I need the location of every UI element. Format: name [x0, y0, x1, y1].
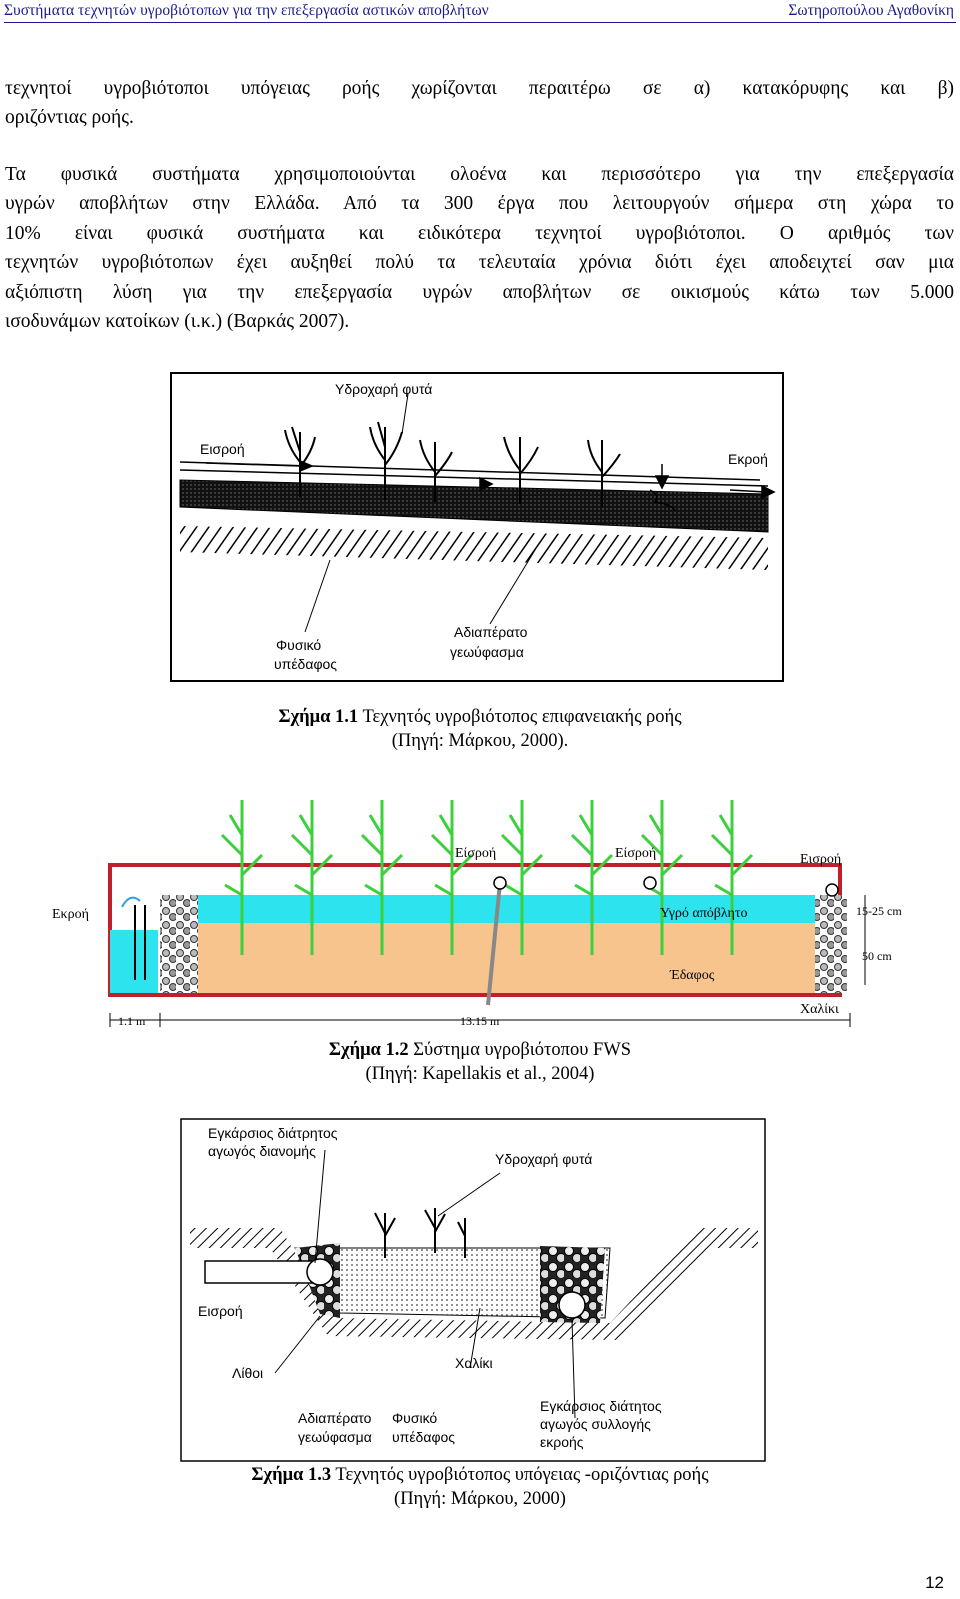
label-geomembrane: γεωύφασμα [450, 644, 524, 660]
header-author: Σωτηροπούλου Αγαθονίκη [788, 2, 954, 19]
paragraph-line: τεχνητοί υγροβιότοποι υπόγειας ροής χωρί… [5, 78, 954, 99]
caption-text: Σύστημα υγροβιότοπου FWS [408, 1040, 632, 1060]
label-collection-pipe: εκροής [540, 1434, 584, 1450]
label-depth-soil: 50 cm [862, 949, 892, 963]
figure-caption: Σχήμα 1.3 Τεχνητός υγροβιότοπος υπόγειας… [0, 1463, 960, 1487]
paragraph-line: οριζόντιας ροής. [5, 107, 134, 128]
label-natural-ground: υπέδαφος [274, 656, 337, 672]
paragraph-line: 10% είναι φυσικά συστήματα και ειδικότερ… [5, 223, 954, 244]
label-inflow: Είσροή [615, 846, 656, 861]
paragraph-line: τεχνητών υγροβιότοπων έχει αυξηθεί πολύ … [5, 252, 954, 273]
gravel-right [815, 895, 847, 993]
label-geomembrane: γεωύφασμα [298, 1429, 372, 1445]
label-length-bed: 13.15 m [460, 1014, 500, 1028]
paragraph-line: υγρών αποβλήτων στην Ελλάδα. Από τα 300 … [5, 193, 954, 214]
figure-surface-flow-wetland: Υδροχαρή φυτά Εισροή Εκροή Φυσικό υπέδαφ… [170, 372, 784, 682]
gravel-left [160, 895, 198, 993]
running-header: Συστήματα τεχνητών υγροβιότοπων για την … [4, 0, 956, 23]
figure-source: (Πηγή: Μάρκου, 2000) [394, 1489, 566, 1509]
label-length-outlet: 1.1 m [118, 1014, 146, 1028]
label-collection-pipe: αγωγός συλλογής [540, 1416, 651, 1432]
label-gravel: Χαλίκι [455, 1355, 493, 1371]
label-gravel: Χαλίκι [800, 1002, 839, 1017]
caption-number: Σχήμα 1.2 [328, 1040, 409, 1060]
label-stones: Λίθοι [232, 1365, 263, 1381]
label-inflow: Είσροή [455, 846, 496, 861]
figure-caption: Σχήμα 1.1 Τεχνητός υγροβιότοπος επιφανει… [0, 705, 960, 729]
label-distribution-pipe: Εγκάρσιος διάτρητος [208, 1125, 338, 1141]
water-surface [179, 469, 769, 487]
ground-hatch [180, 526, 768, 570]
label-inflow: Εισροή [200, 441, 245, 457]
stones-right [540, 1246, 605, 1323]
label-natural-ground: Φυσικό [392, 1410, 437, 1426]
caption-number: Σχήμα 1.1 [278, 707, 359, 727]
figure-subsurface-flow-wetland: Εγκάρσιος διάτρητος αγωγός διανομής Υδρο… [180, 1118, 766, 1462]
label-wastewater: Υγρό απόβλητο [660, 906, 748, 921]
inflow-arrow [205, 462, 301, 467]
caption-text: Τεχνητός υγροβιότοπος επιφανειακής ροής [358, 707, 682, 727]
label-distribution-pipe: αγωγός διανομής [208, 1143, 316, 1159]
inflow-pipe [204, 1260, 316, 1284]
soil-layer [180, 923, 815, 993]
label-plants: Υδροχαρή φυτά [335, 381, 432, 397]
label-natural-ground: υπέδαφος [392, 1429, 455, 1445]
plants [220, 800, 754, 955]
paragraph-line: αξιόπιστη λύση για την επεξεργασία υγρών… [5, 282, 954, 303]
inflow-pipe [486, 882, 502, 1006]
label-outflow: Εκροή [52, 907, 89, 922]
figure-fws-system: Είσροή Είσροή Εισροή Εκροή Υγρό απόβλητο… [52, 800, 902, 1028]
figure-source: (Πηγή: Kapellakis et al., 2004) [365, 1064, 595, 1084]
label-collection-pipe: Εγκάρσιος διάτητος [540, 1398, 662, 1414]
plants [374, 1208, 466, 1258]
label-outflow: Εκροή [728, 451, 768, 467]
ground-hatch [190, 1228, 758, 1340]
label-natural-ground: Φυσικό [276, 637, 321, 653]
label-depth-water: 15-25 cm [856, 904, 902, 918]
figure-caption: Σχήμα 1.2 Σύστημα υγροβιότοπου FWS [0, 1038, 960, 1062]
label-geomembrane: Αδιαπέρατο [454, 624, 528, 640]
label-inflow: Εισροή [198, 1303, 243, 1319]
label-plants: Υδροχαρή φυτά [495, 1151, 592, 1167]
paragraph-line: Τα φυσικά συστήματα χρησιμοποιούνται ολο… [5, 164, 954, 185]
paragraph-line: ισοδυνάμων κατοίκων (ι.κ.) (Βαρκάς 2007)… [5, 311, 350, 332]
figure-source: (Πηγή: Μάρκου, 2000). [391, 731, 569, 751]
label-inflow: Εισροή [800, 852, 841, 867]
header-title: Συστήματα τεχνητών υγροβιότοπων για την … [4, 2, 489, 19]
caption-text: Τεχνητός υγροβιότοπος υπόγειας -οριζόντι… [331, 1465, 709, 1485]
outflow-arrow [729, 489, 767, 493]
label-soil: Έδαφος [669, 968, 715, 983]
caption-number: Σχήμα 1.3 [251, 1465, 332, 1485]
soil-layer [179, 479, 769, 533]
label-geomembrane: Αδιαπέρατο [298, 1410, 372, 1426]
page-number: 12 [925, 1573, 944, 1592]
